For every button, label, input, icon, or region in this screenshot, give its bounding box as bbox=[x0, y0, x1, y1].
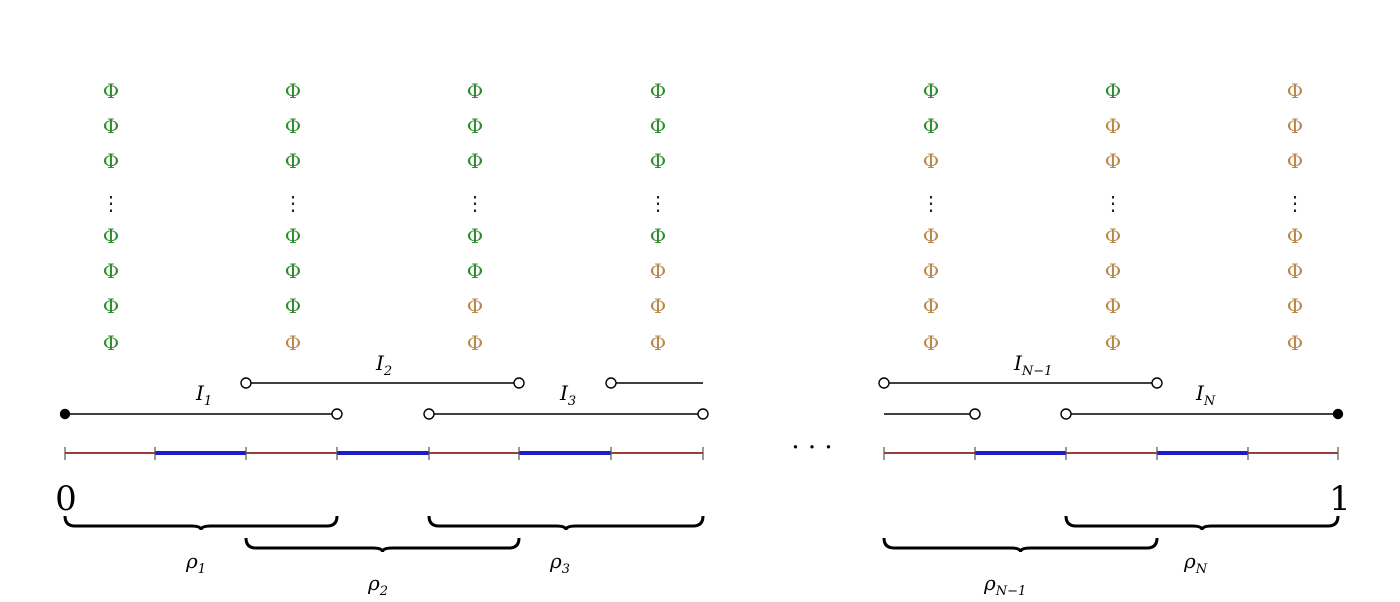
rho-brace-5 bbox=[1064, 515, 1340, 531]
phi-symbol-tan: Φ bbox=[650, 294, 666, 318]
vertical-ellipsis: ⋮ bbox=[1285, 191, 1305, 215]
rho-label-3: ρ3 bbox=[549, 549, 570, 577]
phi-symbol-tan: Φ bbox=[1287, 149, 1303, 173]
phi-symbol-green: Φ bbox=[103, 259, 119, 283]
phi-symbol-tan: Φ bbox=[923, 149, 939, 173]
closed-endpoint-end bbox=[1332, 408, 1344, 420]
vertical-ellipsis: ⋮ bbox=[648, 191, 668, 215]
phi-symbol-green: Φ bbox=[285, 259, 301, 283]
phi-symbol-tan: Φ bbox=[1287, 79, 1303, 103]
phi-symbol-tan: Φ bbox=[923, 294, 939, 318]
phi-symbol-tan: Φ bbox=[650, 331, 666, 355]
vertical-ellipsis: ⋮ bbox=[1103, 191, 1123, 215]
phi-symbol-green: Φ bbox=[103, 149, 119, 173]
phi-symbol-green: Φ bbox=[650, 79, 666, 103]
phi-symbol-green: Φ bbox=[467, 114, 483, 138]
open-endpoint bbox=[1060, 408, 1072, 420]
rho-label-n-minus-1: ρN−1 bbox=[983, 571, 1026, 599]
axis-ellipsis: · · · bbox=[791, 433, 832, 463]
phi-symbol-green: Φ bbox=[103, 224, 119, 248]
phi-symbol-grid: ΦΦΦ⋮ΦΦΦΦΦΦΦ⋮ΦΦΦΦΦΦΦ⋮ΦΦΦΦΦΦΦ⋮ΦΦΦΦΦΦΦ⋮ΦΦΦΦ… bbox=[101, 79, 1305, 355]
interval-label-3: I3 bbox=[559, 381, 576, 409]
phi-symbol-tan: Φ bbox=[1105, 259, 1121, 283]
phi-symbol-tan: Φ bbox=[1287, 259, 1303, 283]
phi-symbol-green: Φ bbox=[103, 331, 119, 355]
phi-symbol-green: Φ bbox=[923, 114, 939, 138]
rho-brace-3 bbox=[427, 515, 705, 531]
closed-endpoint-start bbox=[59, 408, 71, 420]
vertical-ellipsis: ⋮ bbox=[101, 191, 121, 215]
phi-symbol-green: Φ bbox=[923, 79, 939, 103]
phi-symbol-tan: Φ bbox=[1287, 224, 1303, 248]
open-endpoint bbox=[513, 377, 525, 389]
interval-label-n: IN bbox=[1195, 381, 1216, 409]
vertical-ellipsis: ⋮ bbox=[283, 191, 303, 215]
rho-brace-2 bbox=[244, 537, 521, 553]
vertical-ellipsis: ⋮ bbox=[921, 191, 941, 215]
phi-symbol-green: Φ bbox=[467, 149, 483, 173]
interval-endpoints bbox=[59, 377, 1344, 420]
open-endpoint bbox=[969, 408, 981, 420]
phi-symbol-green: Φ bbox=[467, 224, 483, 248]
phi-symbol-tan: Φ bbox=[1105, 224, 1121, 248]
open-endpoint bbox=[423, 408, 435, 420]
phi-symbol-green: Φ bbox=[285, 149, 301, 173]
phi-symbol-tan: Φ bbox=[923, 331, 939, 355]
phi-symbol-green: Φ bbox=[467, 259, 483, 283]
phi-symbol-green: Φ bbox=[1105, 79, 1121, 103]
axis-end-label: 1 bbox=[1329, 479, 1351, 519]
open-endpoint bbox=[331, 408, 343, 420]
rho-label-1: ρ1 bbox=[185, 549, 206, 577]
phi-symbol-tan: Φ bbox=[1105, 149, 1121, 173]
phi-symbol-tan: Φ bbox=[923, 259, 939, 283]
phi-symbol-green: Φ bbox=[103, 294, 119, 318]
unit-axis-left bbox=[64, 447, 704, 460]
phi-symbol-green: Φ bbox=[467, 79, 483, 103]
phi-symbol-tan: Φ bbox=[467, 331, 483, 355]
open-endpoint bbox=[1151, 377, 1163, 389]
phi-symbol-tan: Φ bbox=[1287, 114, 1303, 138]
interval-label-n-minus-1: IN−1 bbox=[1013, 351, 1052, 379]
interval-label-2: I2 bbox=[375, 351, 392, 379]
phi-symbol-tan: Φ bbox=[1105, 114, 1121, 138]
phi-symbol-green: Φ bbox=[285, 79, 301, 103]
phi-symbol-green: Φ bbox=[103, 114, 119, 138]
phi-symbol-green: Φ bbox=[285, 114, 301, 138]
open-endpoint bbox=[878, 377, 890, 389]
phi-symbol-green: Φ bbox=[650, 149, 666, 173]
phi-symbol-tan: Φ bbox=[1287, 331, 1303, 355]
open-endpoint bbox=[697, 408, 709, 420]
rho-label-n: ρN bbox=[1183, 549, 1208, 577]
rho-brace-1 bbox=[63, 515, 339, 531]
open-endpoint bbox=[240, 377, 252, 389]
phi-symbol-green: Φ bbox=[285, 294, 301, 318]
rho-brace-4 bbox=[882, 537, 1159, 553]
phi-symbol-green: Φ bbox=[103, 79, 119, 103]
rho-label-2: ρ2 bbox=[367, 571, 388, 599]
unit-axis-right bbox=[883, 447, 1339, 460]
phi-symbol-green: Φ bbox=[650, 114, 666, 138]
phi-symbol-tan: Φ bbox=[467, 294, 483, 318]
phi-symbol-tan: Φ bbox=[923, 224, 939, 248]
vertical-ellipsis: ⋮ bbox=[465, 191, 485, 215]
phi-symbol-tan: Φ bbox=[1105, 294, 1121, 318]
axis-start-label: 0 bbox=[55, 479, 77, 519]
interval-segments bbox=[65, 382, 1338, 415]
rho-braces bbox=[63, 515, 1340, 553]
phi-symbol-tan: Φ bbox=[285, 331, 301, 355]
phi-symbol-tan: Φ bbox=[1287, 294, 1303, 318]
interval-label-1: I1 bbox=[195, 381, 212, 409]
phi-symbol-green: Φ bbox=[650, 224, 666, 248]
phi-symbol-tan: Φ bbox=[650, 259, 666, 283]
phi-symbol-tan: Φ bbox=[1105, 331, 1121, 355]
open-endpoint bbox=[605, 377, 617, 389]
phi-symbol-green: Φ bbox=[285, 224, 301, 248]
